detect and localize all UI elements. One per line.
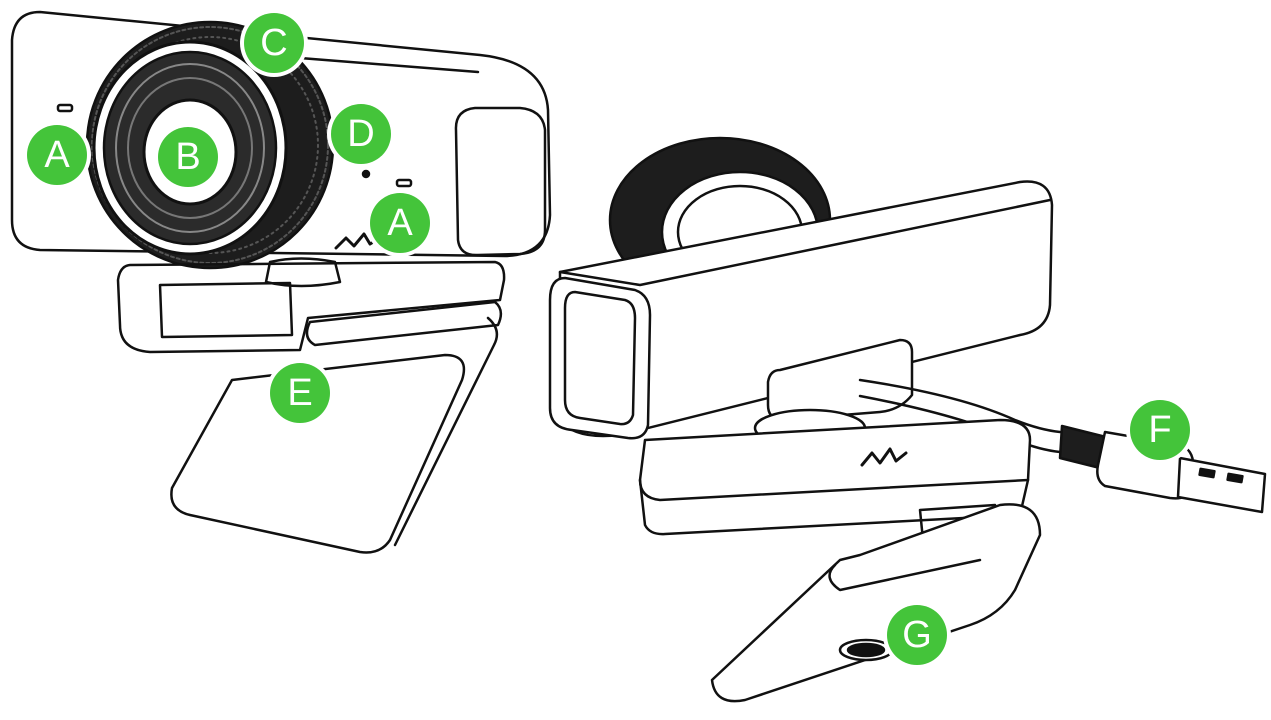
callout-c-focus-ring: C: [244, 13, 304, 73]
callout-b-lens: B: [158, 127, 218, 187]
rear-folding-leg: [712, 504, 1040, 701]
front-camera: [12, 12, 550, 553]
front-camera-top-edge: [300, 58, 478, 72]
tripod-thread-hole: [848, 644, 884, 656]
front-camera-end-cap: [456, 108, 545, 255]
front-leg-inner-edge: [395, 318, 497, 545]
led-right: [397, 180, 411, 186]
callout-d-microphone: D: [331, 104, 391, 164]
callout-a-led-left: A: [27, 125, 87, 185]
callout-f-usb-cable: F: [1130, 400, 1190, 460]
callout-e-mount: E: [270, 363, 330, 423]
callout-g-tripod-thread: G: [887, 605, 947, 665]
front-mount-slot: [160, 283, 292, 337]
mic-hole: [363, 171, 369, 177]
callout-a-led-right: A: [370, 193, 430, 253]
rear-mount-clip: [640, 420, 1030, 500]
led-left: [58, 105, 72, 111]
